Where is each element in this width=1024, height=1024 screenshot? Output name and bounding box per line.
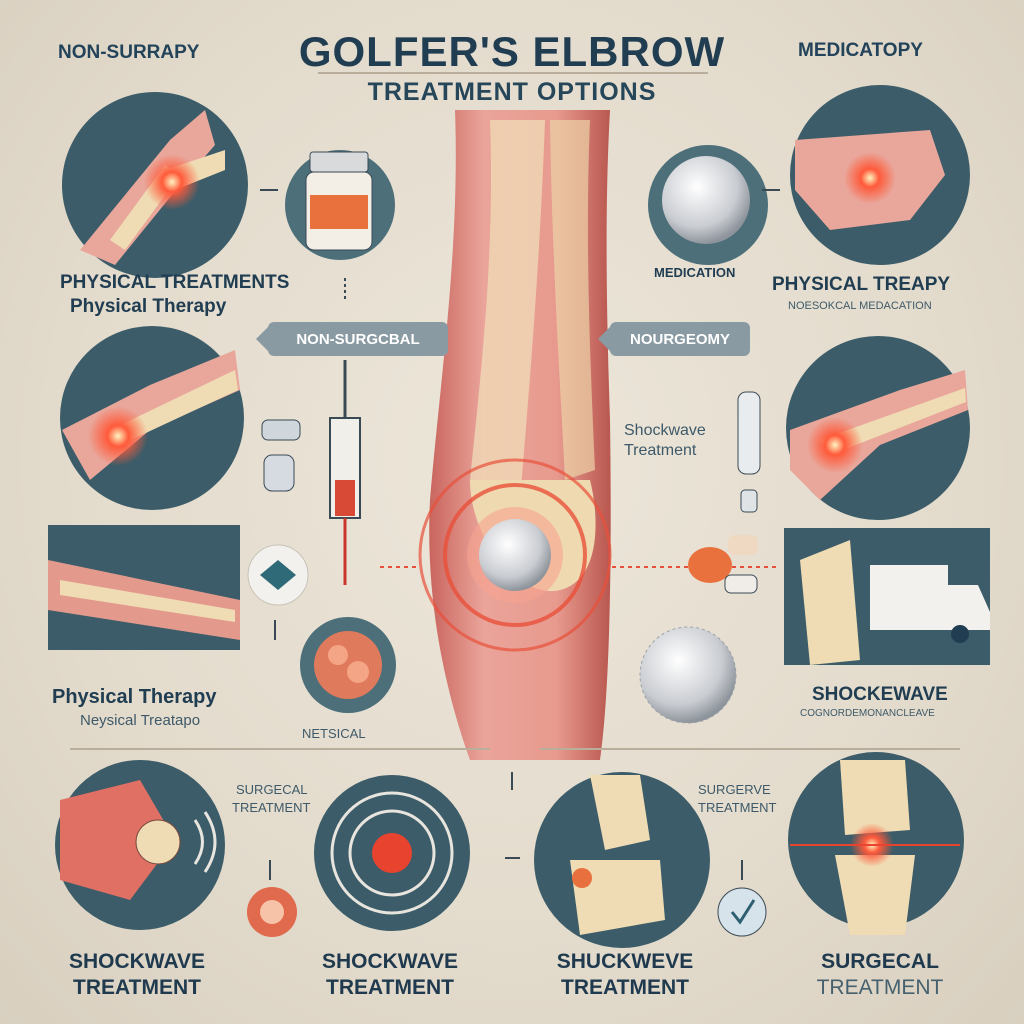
header-right-label: MEDICATOPY xyxy=(798,40,923,61)
central-arm-illustration xyxy=(380,110,780,760)
golf-ball-circle-right xyxy=(648,145,768,265)
title-divider xyxy=(318,72,708,74)
bottom-small-1-line2: TREATMENT xyxy=(232,800,311,815)
right-label-1-line2: NOESOKCAL MEDACATION xyxy=(788,300,932,312)
left-small-label: NETSICAL xyxy=(302,726,366,741)
right-label-1-line1: PHYSICAL TREAPY xyxy=(772,274,951,295)
bottom-small-2-line2: TREATMENT xyxy=(698,800,777,815)
elbow-panel-lower-left xyxy=(48,525,240,650)
left-label-2-line2: Neysical Treatapo xyxy=(80,712,201,729)
pill-icons-left xyxy=(247,419,309,606)
bottom-item-2-line1: SHOCKWAVE xyxy=(321,950,459,973)
page-subtitle: TREATMENT OPTIONS xyxy=(367,78,657,106)
knee-circle-bottom-3 xyxy=(534,772,710,948)
bottom-item-1-line1: SHOCKWAVE xyxy=(68,950,206,973)
header-left-label: NON-SURRAPY xyxy=(58,42,200,63)
bottom-item-2-line2: TREATMENT xyxy=(326,976,454,999)
truck-panel-right xyxy=(784,528,990,665)
page-title: GOLFER'S ELBROW xyxy=(298,28,726,75)
left-label-1-line2: Physical Therapy xyxy=(70,296,227,317)
connector-arrows xyxy=(260,189,780,880)
bottom-item-3-line1: SHUCKWEVE xyxy=(556,950,694,973)
bottom-item-4-line2: TREATMENT xyxy=(816,976,944,999)
bottom-item-3-line2: TREATMENT xyxy=(561,976,689,999)
elbow-circle-top-left xyxy=(62,92,248,278)
bottom-divider-right xyxy=(540,748,960,750)
target-circle-bottom-2 xyxy=(314,775,470,931)
virus-ball-illustration xyxy=(639,626,737,724)
elbow-circle-mid-right xyxy=(786,336,970,520)
bottom-item-1-line2: TREATMENT xyxy=(73,976,201,999)
shockwave-small-icon xyxy=(247,887,297,937)
bottom-item-4-line1: SURGECAL xyxy=(821,950,939,973)
right-medication-label: MEDICATION xyxy=(654,265,736,280)
tissue-circle-illustration xyxy=(300,617,396,713)
pill-surgery: NOURGEOMY xyxy=(598,322,750,356)
syringe-illustration xyxy=(329,360,361,585)
right-shockwave-line2: Treatment xyxy=(624,442,697,459)
vial-icons-right xyxy=(688,391,761,594)
elbow-circle-mid-left xyxy=(60,326,244,510)
medicine-jar-illustration xyxy=(285,150,395,260)
left-label-1-line1: PHYSICAL TREATMENTS xyxy=(60,272,290,293)
right-label-2-line1: SHOCKEWAVE xyxy=(812,684,948,705)
hand-circle-top-right xyxy=(790,85,970,265)
left-label-2-line1: Physical Therapy xyxy=(52,686,217,708)
right-label-2-line2: COGNORDEMONANCLEAVE xyxy=(800,708,935,719)
bottom-divider-left xyxy=(70,748,490,750)
pill-non-surgical: NON-SURGCBAL xyxy=(256,322,448,356)
right-shockwave-line1: Shockwave xyxy=(624,422,706,439)
muscle-circle-bottom-1 xyxy=(55,760,225,930)
joint-circle-bottom-4 xyxy=(788,752,964,935)
check-small-icon xyxy=(717,887,767,937)
bottom-small-1-line1: SURGECAL xyxy=(236,782,308,797)
bottom-small-2-line1: SURGERVE xyxy=(698,782,771,797)
